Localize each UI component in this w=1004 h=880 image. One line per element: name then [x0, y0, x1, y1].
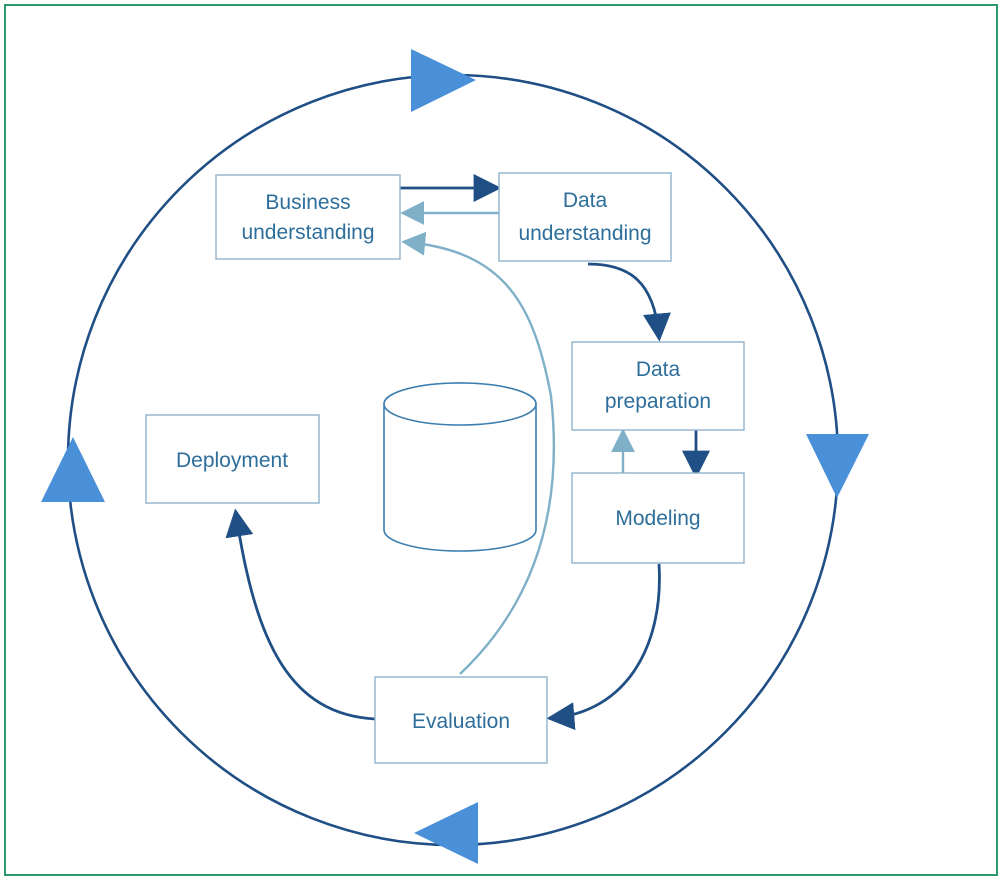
- node-business-understanding: Business understanding: [215, 174, 401, 260]
- business-understanding-line1: Business: [265, 191, 350, 214]
- evaluation-label: Evaluation: [412, 710, 510, 733]
- cycle-direction-triangle-left: [41, 437, 105, 502]
- evaluation-to-business-understanding-arrow: [401, 231, 556, 675]
- crisp-dm-diagram: Business understanding Data understandin…: [41, 49, 869, 864]
- diagram-frame: Business understanding Data understandin…: [4, 4, 998, 876]
- evaluation-to-deployment-arrow: [225, 508, 376, 721]
- node-data-preparation: Data preparation: [571, 341, 745, 431]
- data-preparation-line1: Data: [636, 358, 681, 381]
- database-cylinder-icon: [383, 382, 537, 552]
- modeling-label: Modeling: [615, 507, 700, 530]
- cycle-direction-triangle-bottom: [414, 802, 478, 864]
- data-understanding-line2: understanding: [518, 222, 651, 245]
- node-modeling: Modeling: [571, 472, 745, 564]
- deployment-label: Deployment: [176, 449, 288, 472]
- modeling-to-evaluation-arrow: [546, 563, 661, 731]
- data-preparation-line2: preparation: [605, 390, 711, 413]
- node-evaluation: Evaluation: [374, 676, 548, 764]
- node-deployment: Deployment: [145, 414, 320, 504]
- business-understanding-line2: understanding: [241, 221, 374, 244]
- data-understanding-line1: Data: [563, 189, 608, 212]
- cycle-direction-triangle-right: [806, 434, 869, 498]
- node-data-understanding: Data understanding: [498, 172, 672, 262]
- cycle-direction-triangle-top: [411, 49, 476, 112]
- data-understanding-to-preparation-arrow: [587, 262, 671, 342]
